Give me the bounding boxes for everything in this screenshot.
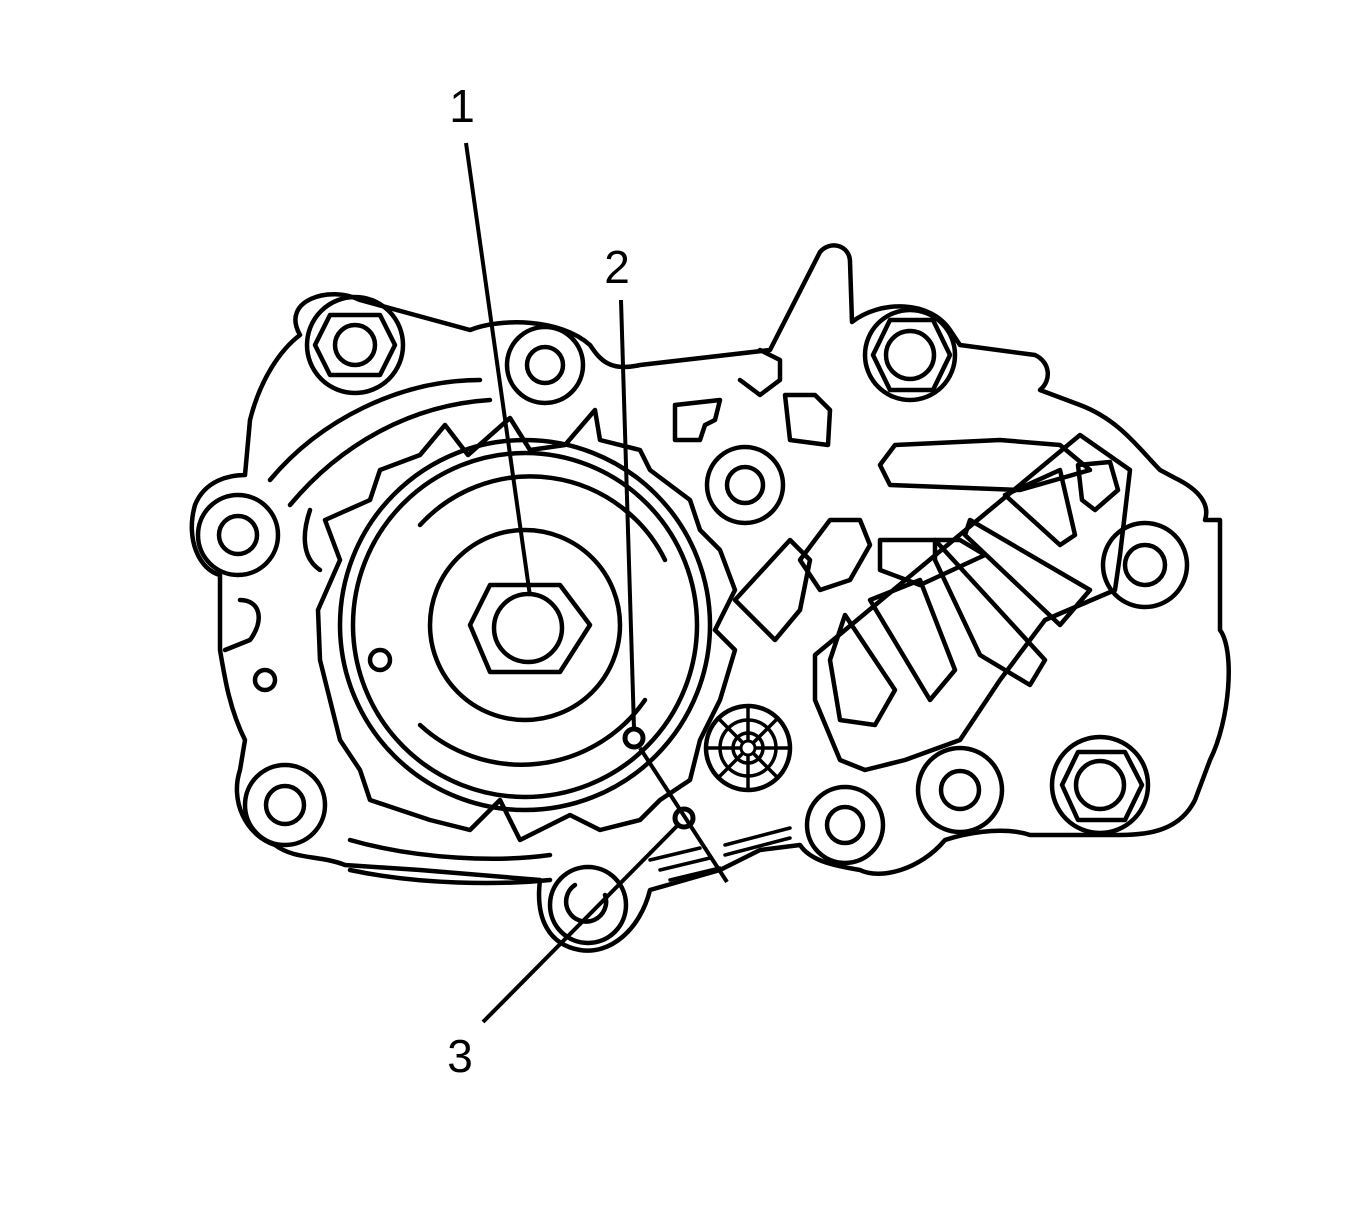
sprocket [337,437,713,813]
alignment-line [638,746,729,884]
sprocket-teeth [315,407,738,843]
bolt-boss-top-right [862,307,958,403]
callout-3-leader [481,824,679,1024]
bolt-hole-top [504,324,586,406]
brace-plate [812,432,1133,773]
bolt-hole-upper-mid [704,444,786,526]
callout-1-leader [464,142,532,597]
bolt-hole-left [195,492,281,578]
sprocket-center-nut [467,582,593,675]
bolt-hole-right [1100,520,1190,610]
housing-rim [222,377,553,886]
bolt-hole-bottom-left [242,762,328,848]
vent-grille [703,703,793,793]
bolt-hole-bottom-right-mid [915,745,1005,835]
bolt-hole-bottom-mid [804,784,886,866]
housing-scale-lines [648,826,792,882]
bolt-boss-top-left [304,294,406,396]
pump-housing [189,243,1231,953]
bolt-hole-bottom [547,864,629,946]
callout-3-label: 3 [447,1030,473,1082]
callout-1-label: 1 [449,80,475,132]
small-hole-left [252,667,278,693]
sprocket-timing-mark [622,726,646,750]
bolt-boss-bottom-right [1049,734,1151,836]
callout-2-leader [619,299,636,729]
housing-ribs [672,347,1093,643]
callout-2-label: 2 [604,241,630,293]
